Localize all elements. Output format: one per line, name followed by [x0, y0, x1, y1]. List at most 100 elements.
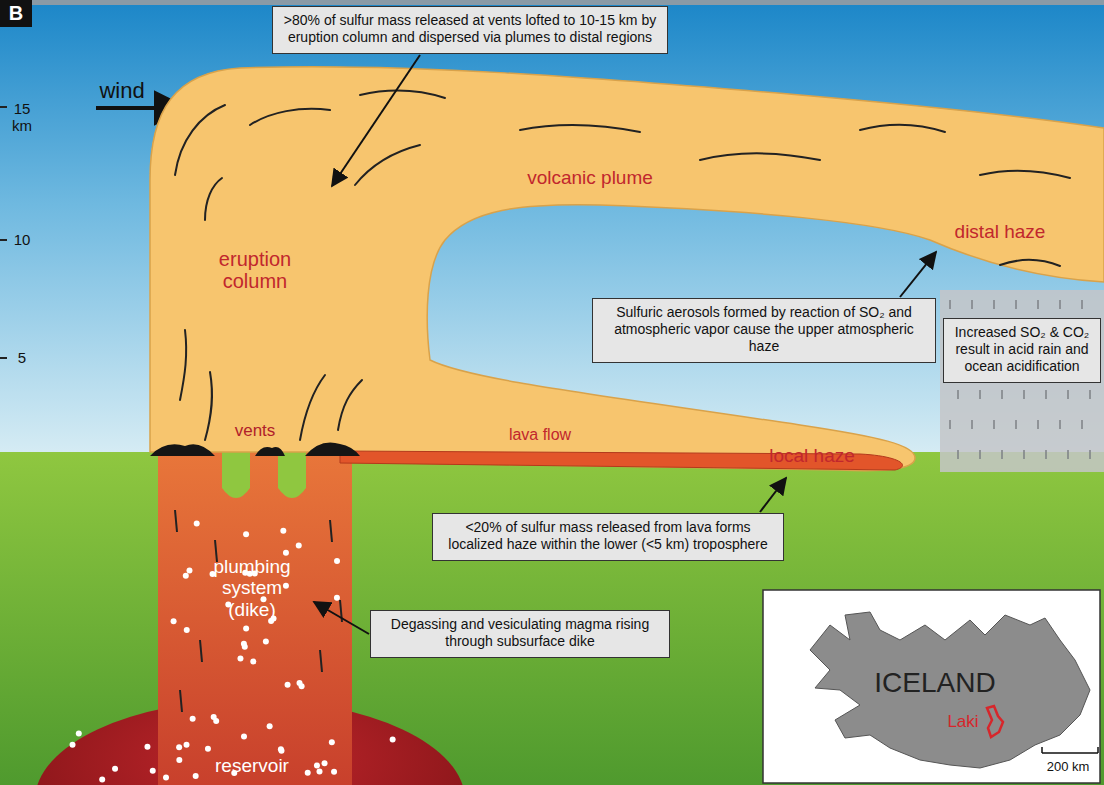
rain-streak	[1023, 450, 1025, 459]
vesicle	[144, 744, 150, 750]
label-text: 15 km	[9, 101, 35, 135]
vesicle	[184, 627, 190, 633]
illustration-part	[250, 109, 330, 125]
rain-streak	[1067, 450, 1069, 459]
label-text: eruption column	[188, 248, 323, 293]
rain-streak	[1015, 420, 1017, 429]
callout-text: Sulfuric aerosols formed by reaction of …	[601, 304, 927, 354]
label-text: lava flow	[495, 426, 585, 444]
laki-fissure	[987, 706, 1003, 737]
vesicle	[297, 680, 303, 686]
vesicle	[184, 742, 190, 748]
vesicle	[186, 567, 192, 573]
vent-mounds	[150, 443, 360, 457]
label-text: B	[2, 2, 30, 24]
vesicle	[171, 618, 177, 624]
acid-rain-area	[940, 290, 1104, 472]
dike-gap	[278, 452, 306, 498]
vesicle	[334, 595, 340, 601]
rain-streak	[1089, 450, 1091, 459]
illustration-part	[1000, 260, 1060, 266]
leader-line	[760, 478, 786, 512]
vesicle	[305, 770, 311, 776]
illustration-part	[338, 380, 362, 430]
vesicle	[183, 573, 189, 579]
rain-streak	[1015, 300, 1017, 309]
rain-streak	[1081, 300, 1083, 309]
scale-bar	[1042, 747, 1098, 753]
vesicle	[322, 760, 328, 766]
leader-line	[314, 602, 369, 634]
rain-streak	[1081, 420, 1083, 429]
rain-streak	[979, 390, 981, 399]
illustration-part	[980, 171, 1070, 178]
vesicle	[285, 682, 291, 688]
label-text: 10	[9, 232, 35, 249]
illustration-part	[180, 330, 186, 400]
rain-streak	[1067, 390, 1069, 399]
label-text: plumbing system (dike)	[196, 556, 308, 620]
vesicle	[263, 639, 269, 645]
vesicle	[112, 766, 118, 772]
rain-streak	[1037, 300, 1039, 309]
vesicle	[176, 757, 182, 763]
vesicle	[317, 768, 323, 774]
vesicle	[150, 768, 156, 774]
label-text: volcanic plume	[505, 167, 675, 188]
illustration-part	[1042, 752, 1098, 754]
illustration-part	[1097, 747, 1099, 753]
illustration-part	[355, 145, 420, 185]
dike-gap	[222, 452, 250, 498]
callout-box: Sulfuric aerosols formed by reaction of …	[592, 298, 936, 363]
vesicle	[314, 763, 320, 769]
rain-streak	[1059, 420, 1061, 429]
vesicle	[205, 746, 211, 752]
illustration-part	[700, 153, 820, 160]
callout-text: >80% of sulfur mass released at vents lo…	[281, 12, 659, 46]
illustration-part	[205, 178, 222, 220]
rain-streak	[957, 450, 959, 459]
leader-line	[900, 252, 936, 297]
vesicle	[194, 521, 200, 527]
vesicle	[176, 744, 182, 750]
label-text: ICELAND	[860, 667, 1010, 698]
ground	[0, 452, 1104, 785]
rain-streak	[1001, 450, 1003, 459]
vesicle	[76, 730, 82, 736]
label-text: local haze	[757, 445, 867, 466]
illustration-part	[300, 375, 325, 440]
label-text: 5	[12, 350, 32, 367]
panel-tag-box	[0, 0, 32, 27]
rain-streak	[993, 420, 995, 429]
rain-streak	[1001, 390, 1003, 399]
illustration-part	[0, 106, 7, 108]
label-text: distal haze	[943, 221, 1058, 242]
plume-swirls	[175, 91, 1070, 440]
label-text: vents	[225, 421, 285, 440]
leader-lines	[314, 55, 936, 634]
rain-streak	[971, 420, 973, 429]
illustration-part	[175, 105, 225, 175]
illustration-part	[860, 125, 945, 132]
vesicle	[278, 748, 284, 754]
callout-box: >80% of sulfur mass released at vents lo…	[272, 6, 668, 54]
vesicle	[283, 583, 289, 589]
illustration-part	[360, 91, 445, 98]
rain-streak	[949, 300, 951, 309]
vesicle	[331, 769, 337, 775]
inset-map-frame	[763, 590, 1100, 783]
gas-streak	[200, 640, 202, 662]
rain-streak	[1089, 390, 1091, 399]
volcanic-plume	[150, 67, 1104, 471]
vesicle	[163, 775, 169, 781]
iceland-map	[810, 612, 1090, 768]
label-text: Laki	[943, 712, 983, 731]
vesicle	[243, 531, 249, 537]
vesicle	[283, 550, 289, 556]
rain-streak	[1045, 450, 1047, 459]
vesicle	[99, 776, 105, 782]
vesicle	[296, 543, 302, 549]
axis-ticks	[0, 107, 7, 358]
rain-streak	[1037, 420, 1039, 429]
